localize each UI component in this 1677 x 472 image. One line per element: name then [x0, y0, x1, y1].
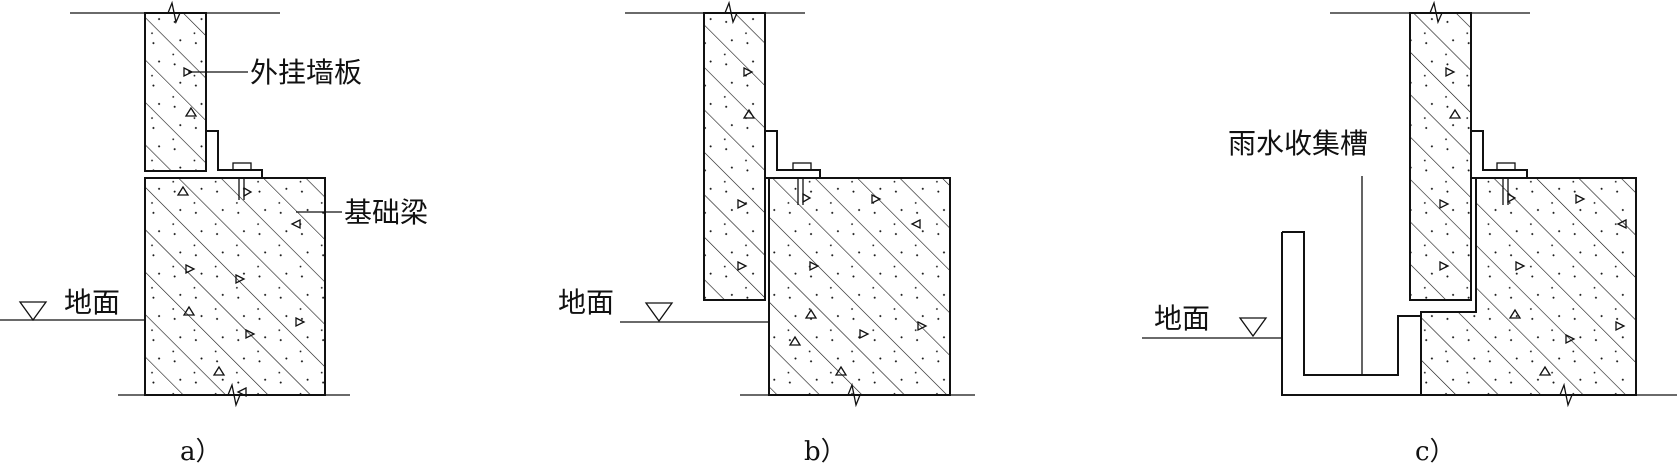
panel-b-ground-symbol	[644, 302, 674, 323]
panel-a-caption: a）	[180, 437, 222, 467]
panel-b-foundation-beam	[768, 177, 951, 396]
panel-a-beam-label: 基础梁	[344, 196, 428, 229]
panel-c-bottom-line	[1421, 382, 1677, 408]
panel-a: 外挂墙板 基础梁 地面 a）	[0, 0, 428, 467]
panel-a-wall-panel	[144, 12, 207, 172]
panel-b-ground-label: 地面	[558, 286, 614, 319]
panel-c-gutter	[1281, 231, 1422, 396]
panel-a-bolt	[232, 162, 252, 171]
panel-a-bottom-line	[118, 382, 350, 408]
panel-a-foundation-beam	[144, 177, 326, 396]
panel-c: 雨水收集槽 地面 c）	[1142, 0, 1677, 467]
panel-c-ground-symbol	[1238, 317, 1268, 338]
panel-c-bolt	[1496, 162, 1516, 171]
panel-b: 地面 b）	[558, 0, 975, 467]
panel-a-panel-label: 外挂墙板	[250, 56, 362, 89]
panel-b-bolt	[792, 162, 812, 171]
panel-c-angle-bracket	[1471, 130, 1528, 179]
panel-b-bottom-line	[740, 382, 975, 408]
panel-c-caption: c）	[1415, 437, 1456, 467]
panel-c-wall-panel	[1409, 12, 1472, 301]
panel-c-ground-label: 地面	[1154, 302, 1210, 335]
panel-a-ground-label: 地面	[64, 286, 120, 319]
panel-a-ground-symbol	[18, 301, 48, 322]
panel-b-wall-panel	[703, 12, 766, 301]
panel-a-angle-bracket	[206, 130, 263, 179]
panel-c-gutter-label: 雨水收集槽	[1228, 127, 1368, 160]
panel-b-caption: b）	[804, 437, 847, 467]
panel-b-angle-bracket	[765, 130, 821, 179]
